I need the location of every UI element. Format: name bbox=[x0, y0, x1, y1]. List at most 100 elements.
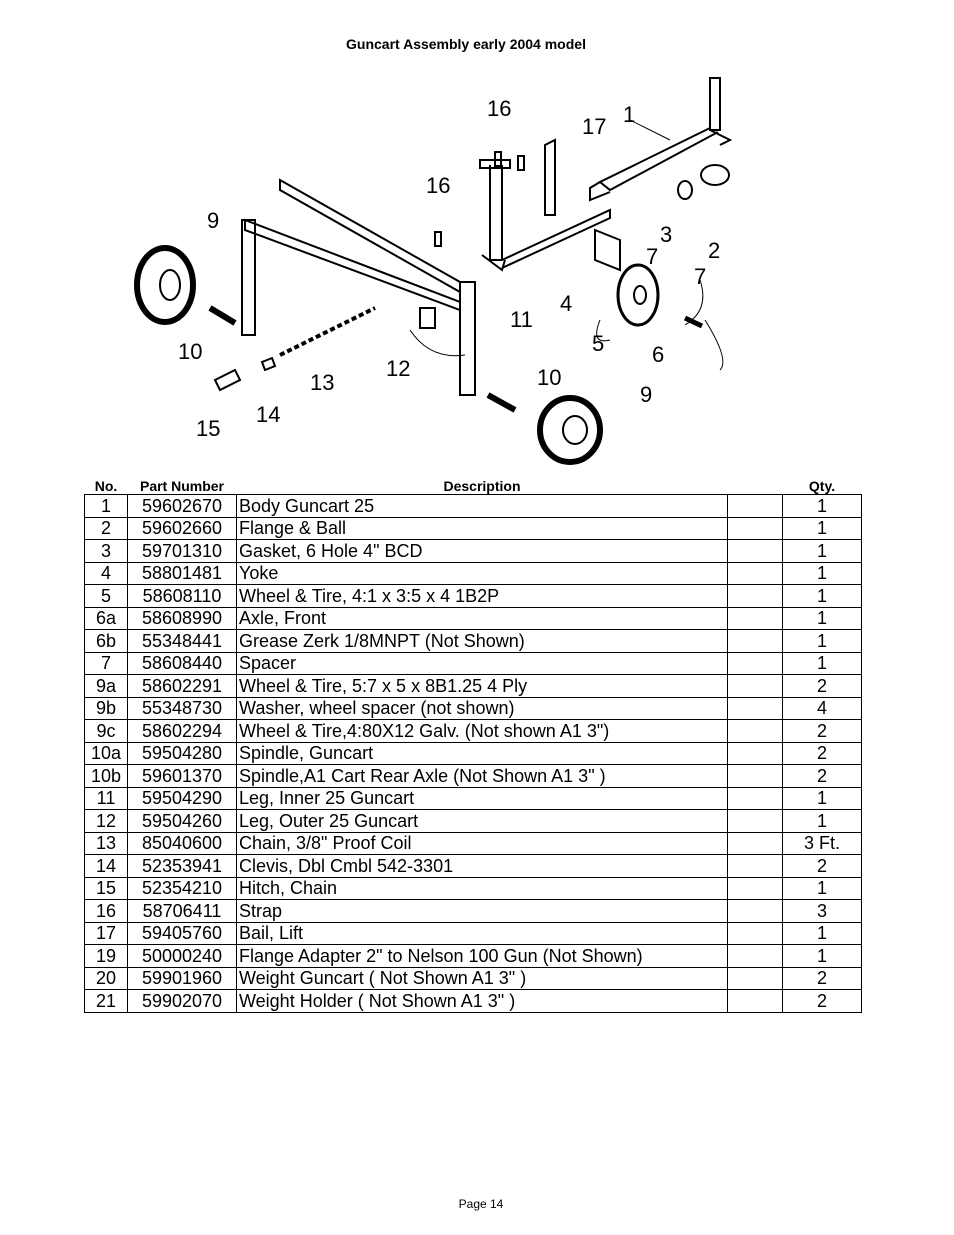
cell-description: Leg, Outer 25 Guncart bbox=[236, 809, 728, 833]
cell-qty: 2 bbox=[782, 854, 862, 878]
cell-description: Weight Holder ( Not Shown A1 3" ) bbox=[236, 989, 728, 1013]
cell-part-number: 59504280 bbox=[127, 741, 237, 765]
cell-no: 14 bbox=[84, 854, 128, 878]
cell-blank bbox=[727, 786, 783, 810]
cell-blank bbox=[727, 764, 783, 788]
callout-17: 17 bbox=[582, 114, 606, 139]
cell-part-number: 58706411 bbox=[127, 899, 237, 923]
cell-no: 6a bbox=[84, 606, 128, 630]
callout-16-top: 16 bbox=[487, 96, 511, 121]
callout-13: 13 bbox=[310, 370, 334, 395]
cell-description: Axle, Front bbox=[236, 606, 728, 630]
callout-16-mid: 16 bbox=[426, 173, 450, 198]
cell-no: 12 bbox=[84, 809, 128, 833]
cell-blank bbox=[727, 629, 783, 653]
cell-blank bbox=[727, 539, 783, 563]
cell-no: 16 bbox=[84, 899, 128, 923]
cell-part-number: 58602294 bbox=[127, 719, 237, 743]
cell-description: Wheel & Tire,4:80X12 Galv. (Not shown A1… bbox=[236, 719, 728, 743]
cell-blank bbox=[727, 584, 783, 608]
col-header-description: Description bbox=[443, 478, 521, 494]
cell-part-number: 58608440 bbox=[127, 651, 237, 675]
cell-no: 10a bbox=[84, 741, 128, 765]
callout-9-left: 9 bbox=[207, 208, 219, 233]
cell-qty: 3 Ft. bbox=[782, 831, 862, 855]
cell-qty: 2 bbox=[782, 764, 862, 788]
callout-10-left: 10 bbox=[178, 339, 202, 364]
callout-3: 3 bbox=[660, 222, 672, 247]
callout-9-right: 9 bbox=[640, 382, 652, 407]
cell-description: Chain, 3/8" Proof Coil bbox=[236, 831, 728, 855]
cell-qty: 3 bbox=[782, 899, 862, 923]
cell-part-number: 58801481 bbox=[127, 561, 237, 585]
cell-no: 9b bbox=[84, 696, 128, 720]
cell-blank bbox=[727, 944, 783, 968]
cell-blank bbox=[727, 494, 783, 518]
cell-part-number: 59405760 bbox=[127, 921, 237, 945]
cell-blank bbox=[727, 809, 783, 833]
cell-qty: 1 bbox=[782, 809, 862, 833]
cell-description: Washer, wheel spacer (not shown) bbox=[236, 696, 728, 720]
cell-blank bbox=[727, 899, 783, 923]
cell-description: Strap bbox=[236, 899, 728, 923]
callout-5: 5 bbox=[592, 331, 604, 356]
callout-12: 12 bbox=[386, 356, 410, 381]
cell-blank bbox=[727, 674, 783, 698]
cell-qty: 1 bbox=[782, 921, 862, 945]
cell-no: 19 bbox=[84, 944, 128, 968]
cell-description: Hitch, Chain bbox=[236, 876, 728, 900]
cell-description: Spindle,A1 Cart Rear Axle (Not Shown A1 … bbox=[236, 764, 728, 788]
callout-7-b: 7 bbox=[694, 264, 706, 289]
cell-no: 6b bbox=[84, 629, 128, 653]
cell-blank bbox=[727, 921, 783, 945]
callout-14: 14 bbox=[256, 402, 280, 427]
cell-blank bbox=[727, 696, 783, 720]
callout-4: 4 bbox=[560, 291, 572, 316]
cell-description: Body Guncart 25 bbox=[236, 494, 728, 518]
cell-description: Flange Adapter 2" to Nelson 100 Gun (Not… bbox=[236, 944, 728, 968]
exploded-assembly-diagram: 16 17 1 16 9 3 2 7 7 4 11 5 6 10 12 13 1… bbox=[134, 77, 733, 465]
page-number: Page 14 bbox=[458, 1197, 504, 1211]
cell-no: 9a bbox=[84, 674, 128, 698]
cell-no: 21 bbox=[84, 989, 128, 1013]
cell-no: 11 bbox=[84, 786, 128, 810]
col-header-qty: Qty. bbox=[808, 478, 836, 494]
cell-blank bbox=[727, 989, 783, 1013]
cell-description: Leg, Inner 25 Guncart bbox=[236, 786, 728, 810]
cell-description: Weight Guncart ( Not Shown A1 3" ) bbox=[236, 966, 728, 990]
cell-part-number: 59504290 bbox=[127, 786, 237, 810]
cell-part-number: 58602291 bbox=[127, 674, 237, 698]
cell-description: Wheel & Tire, 5:7 x 5 x 8B1.25 4 Ply bbox=[236, 674, 728, 698]
cell-qty: 1 bbox=[782, 516, 862, 540]
cell-part-number: 55348441 bbox=[127, 629, 237, 653]
cell-description: Spacer bbox=[236, 651, 728, 675]
cell-no: 15 bbox=[84, 876, 128, 900]
cell-description: Flange & Ball bbox=[236, 516, 728, 540]
cell-description: Clevis, Dbl Cmbl 542-3301 bbox=[236, 854, 728, 878]
col-header-blank bbox=[728, 474, 783, 495]
cell-part-number: 59701310 bbox=[127, 539, 237, 563]
cell-part-number: 52353941 bbox=[127, 854, 237, 878]
cell-no: 5 bbox=[84, 584, 128, 608]
cell-no: 10b bbox=[84, 764, 128, 788]
callout-10-right: 10 bbox=[537, 365, 561, 390]
